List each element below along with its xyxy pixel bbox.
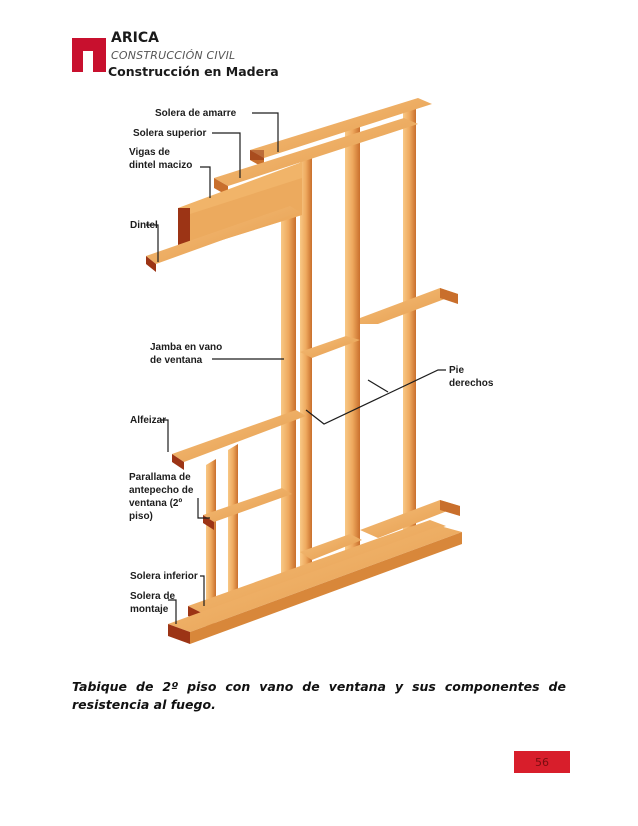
figure-caption: Tabique de 2º piso con vano de ventana y…	[72, 679, 566, 712]
leader-line	[200, 166, 211, 198]
label-jamba-2: de ventana	[150, 355, 203, 366]
label-solera-superior: Solera superior	[133, 128, 206, 139]
parallama	[203, 488, 292, 522]
stud	[206, 459, 216, 628]
label-dintel: Dintel	[130, 220, 158, 231]
label-parallama-4: piso)	[129, 511, 153, 522]
blocking-low	[300, 534, 362, 560]
brand-subtitle: CONSTRUCCIÓN CIVIL	[111, 49, 236, 62]
label-pie-1: Pie	[449, 365, 464, 376]
label-jamba-1: Jamba en vano	[150, 342, 222, 353]
page-number: 56	[514, 751, 570, 773]
leader-line	[197, 498, 210, 519]
blocking-upper	[360, 288, 458, 324]
dintel-side	[146, 256, 156, 272]
blocking	[300, 288, 460, 560]
solera-de-montaje-front	[190, 532, 462, 644]
leader-line	[160, 419, 169, 452]
leader-line	[200, 575, 205, 606]
solera-de-amarre	[250, 98, 432, 158]
alfeizar	[172, 410, 306, 462]
top-plates	[214, 98, 432, 196]
label-solera-inferior: Solera inferior	[130, 571, 198, 582]
solera-superior	[214, 118, 418, 186]
leader-line	[367, 379, 389, 393]
wall-frame-diagram: Solera de amarre Solera superior Vigas d…	[129, 98, 494, 644]
blocking-mid	[300, 336, 360, 358]
label-solera-amarre: Solera de amarre	[155, 108, 237, 119]
labels: Solera de amarre Solera superior Vigas d…	[129, 108, 494, 615]
solera-de-montaje	[168, 526, 462, 632]
leader-line	[252, 112, 279, 152]
label-vigas-dintel-1: Vigas de	[129, 147, 170, 158]
stud	[228, 444, 238, 618]
dintel-end-grain	[178, 208, 190, 246]
stud	[403, 102, 416, 552]
stud	[345, 124, 360, 562]
solera-end	[250, 150, 264, 160]
blocking-low-2-front	[440, 500, 460, 516]
alfeizar-side	[172, 454, 184, 470]
label-parallama-3: ventana (2º	[129, 498, 182, 509]
blocking-low-2	[360, 500, 460, 538]
label-solera-montaje-2: montaje	[130, 604, 169, 615]
stud	[300, 154, 312, 577]
header-beam	[146, 162, 302, 272]
label-alfeizar: Alfeizar	[130, 415, 166, 426]
parallama-side	[203, 515, 214, 530]
jamb-stud	[281, 206, 296, 592]
solera-de-montaje-end	[168, 624, 190, 644]
leader-lines	[146, 112, 446, 624]
label-pie-2: derechos	[449, 378, 494, 389]
leader-line	[212, 132, 241, 178]
label-parallama-2: antepecho de	[129, 485, 194, 496]
sill	[172, 410, 306, 530]
document-title: Construcción en Madera	[108, 64, 279, 79]
bottom-plates	[168, 520, 462, 644]
leader-line	[146, 224, 159, 262]
blocking-upper-front	[440, 288, 458, 304]
label-parallama-1: Parallama de	[129, 472, 191, 483]
brand-title: ARICA	[111, 30, 159, 46]
leader-line	[168, 599, 177, 624]
logo-cutout	[83, 51, 93, 72]
dintel	[146, 206, 300, 264]
label-vigas-dintel-2: dintel macizo	[129, 160, 192, 171]
solera-inferior	[188, 520, 446, 614]
label-solera-montaje-1: Solera de	[130, 591, 175, 602]
leader-line	[305, 369, 446, 425]
studs	[206, 102, 416, 628]
